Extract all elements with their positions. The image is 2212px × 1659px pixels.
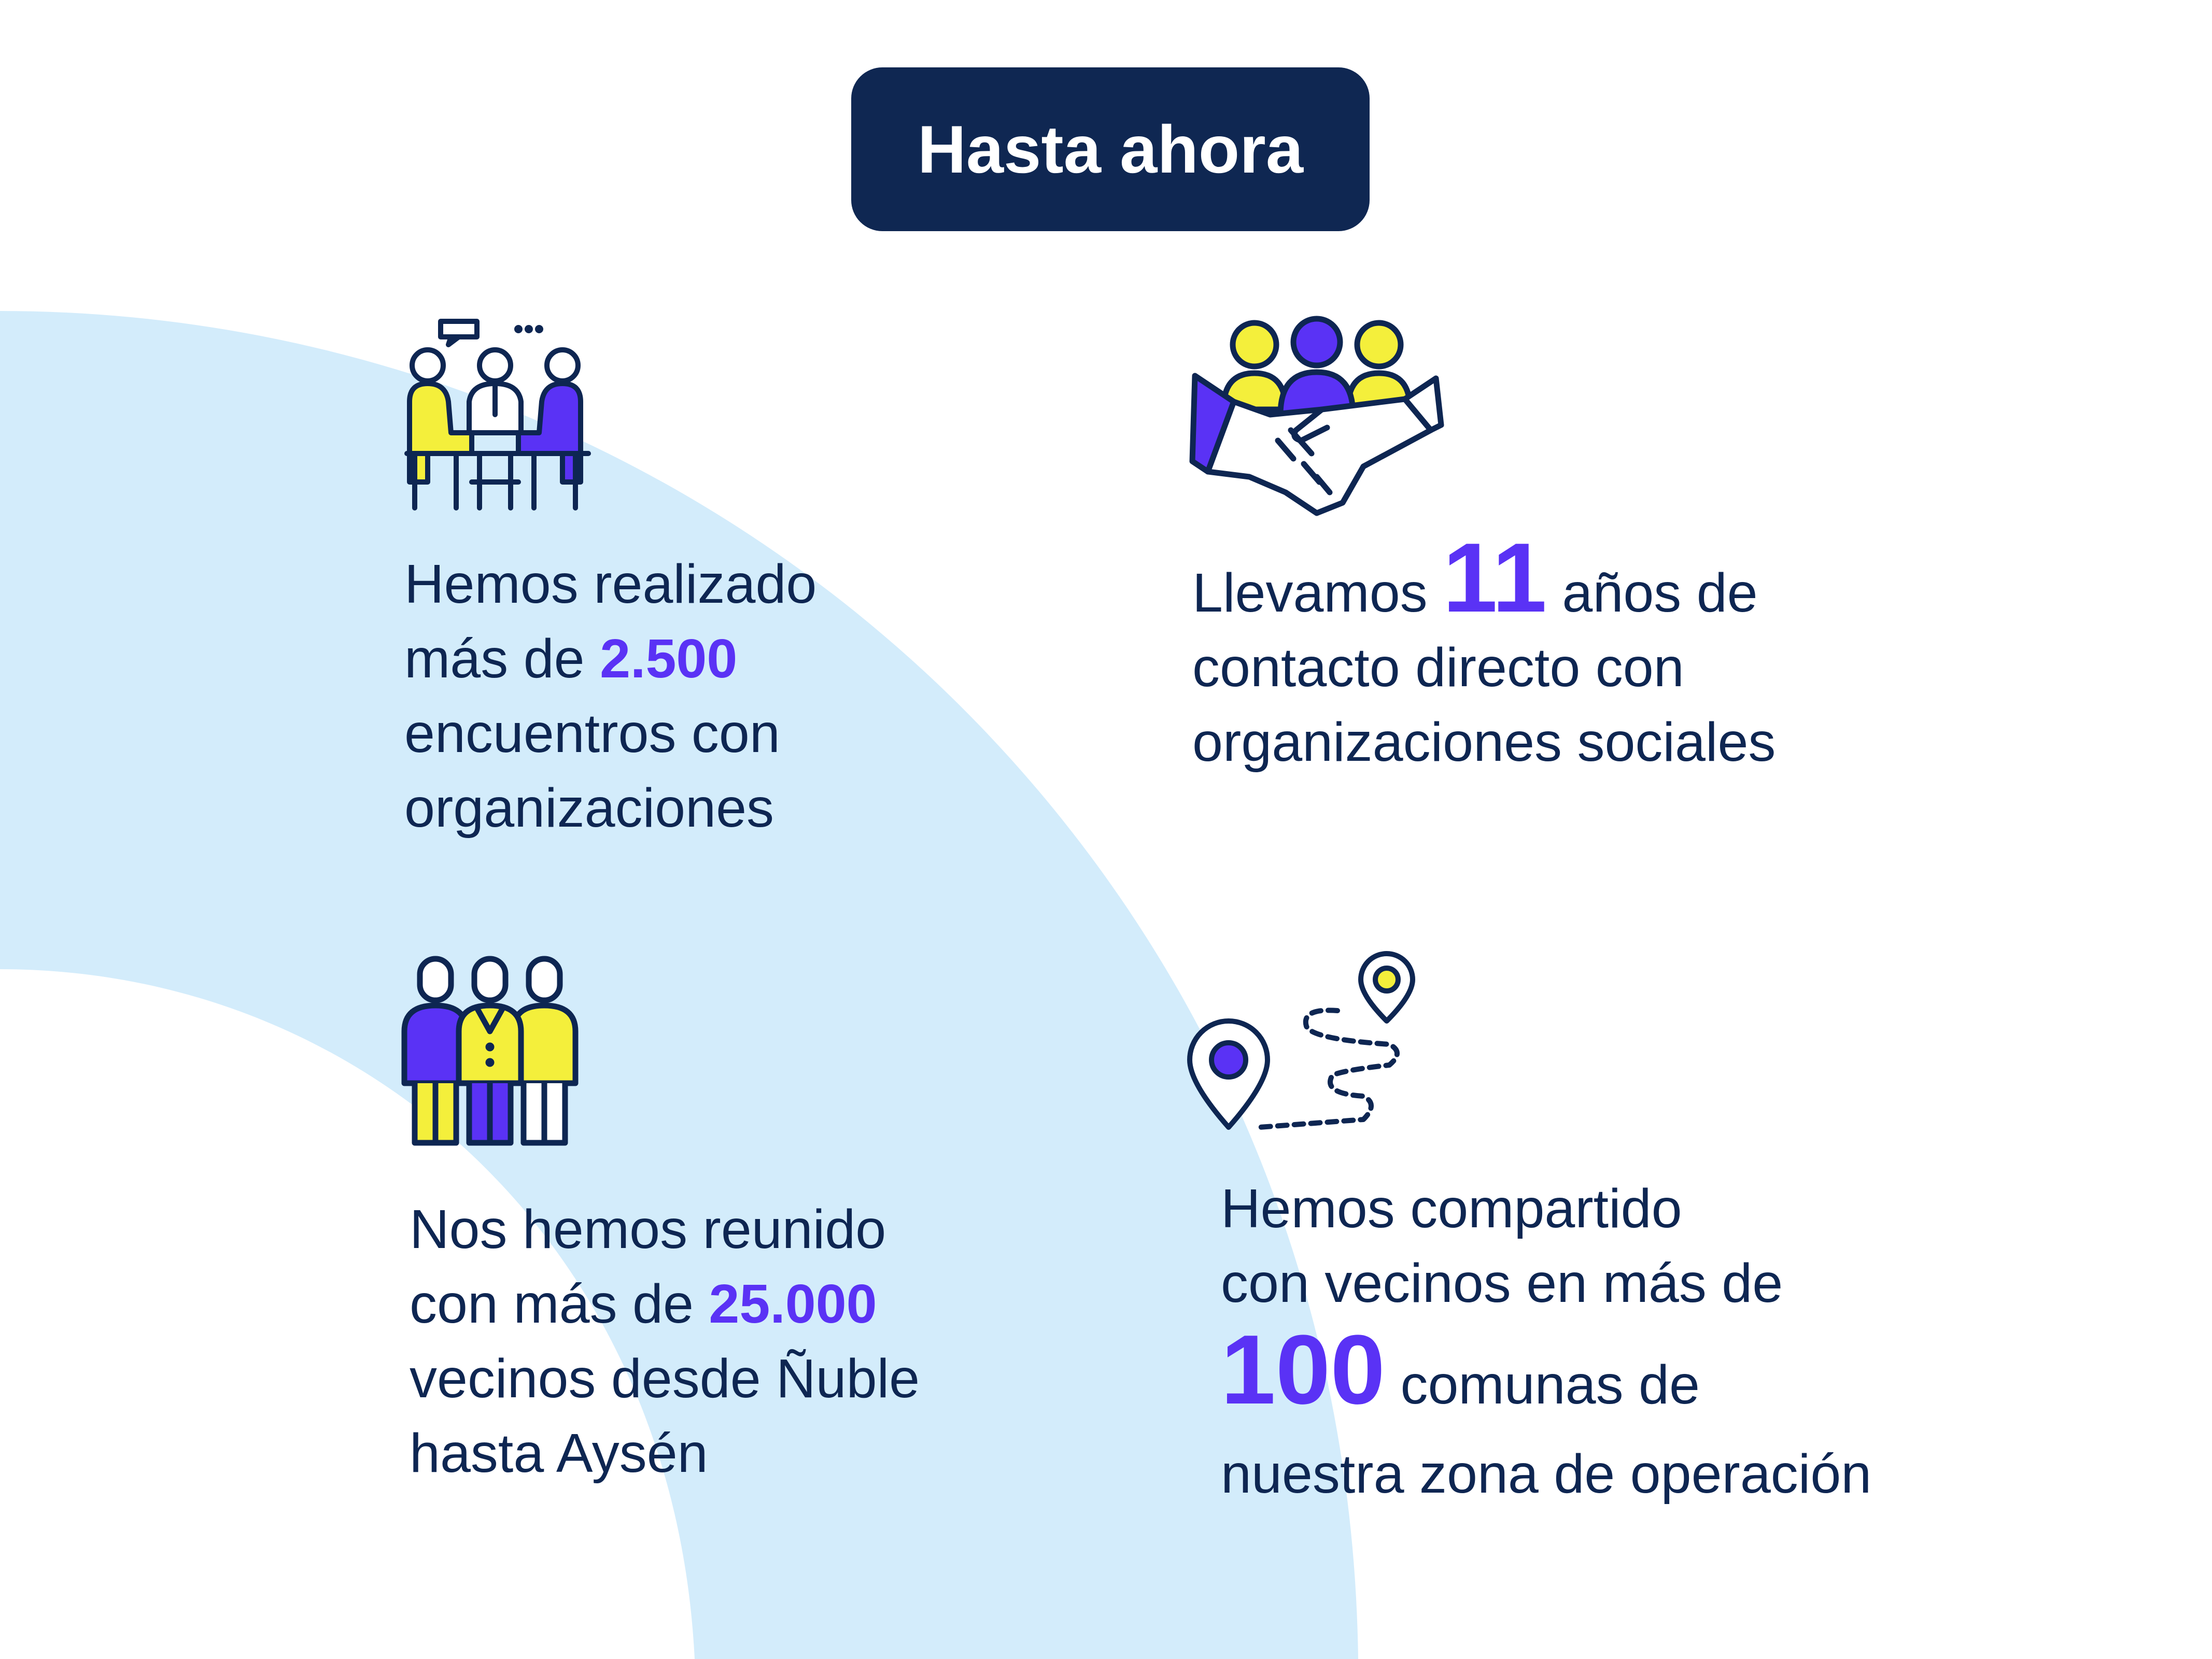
stat-neighbors-line-1: Nos hemos reunido [410,1199,886,1260]
stat-years-number: 11 [1443,523,1547,633]
stat-communes-line-4: nuestra zona de operación [1221,1443,1872,1505]
meeting-table-icon [399,311,596,513]
stat-neighbors-line-2: con más de [410,1273,709,1335]
stat-meetings-line-4: organizaciones [404,777,774,839]
stat-communes-line-2: con vecinos en más de [1221,1253,1783,1314]
stat-communes-line-1: Hemos compartido [1221,1178,1682,1239]
handshake-icon [1187,311,1446,523]
stat-years-suffix: años de [1546,562,1758,623]
stat-years-line-3: organizaciones sociales [1192,712,1776,773]
stat-neighbors-line-4: hasta Aysén [410,1423,708,1484]
stat-years-line-2: contacto directo con [1192,637,1684,698]
stat-communes-line-3: comunas de [1385,1354,1700,1415]
stat-communes-number: 100 [1221,1315,1386,1425]
stat-years-prefix: Llevamos [1192,562,1443,623]
stat-meetings: Hemos realizado más de 2.500 encuentros … [404,547,816,845]
stat-neighbors-number: 25.000 [709,1273,877,1335]
stat-communes: Hemos compartido con vecinos en más de 1… [1221,1171,1871,1511]
page-title: Hasta ahora [851,67,1370,231]
stat-meetings-line-3: encuentros con [404,703,780,764]
group-people-icon [399,954,581,1151]
stat-years: Llevamos 11 años de contacto directo con… [1192,529,1776,779]
stat-meetings-number: 2.500 [600,628,738,689]
stat-meetings-line-2: más de [404,628,600,689]
stat-neighbors: Nos hemos reunido con más de 25.000 veci… [410,1192,920,1491]
stat-neighbors-line-3: vecinos desde Ñuble [410,1348,920,1409]
stat-meetings-line-1: Hemos realizado [404,554,817,615]
route-pins-icon [1182,948,1420,1140]
